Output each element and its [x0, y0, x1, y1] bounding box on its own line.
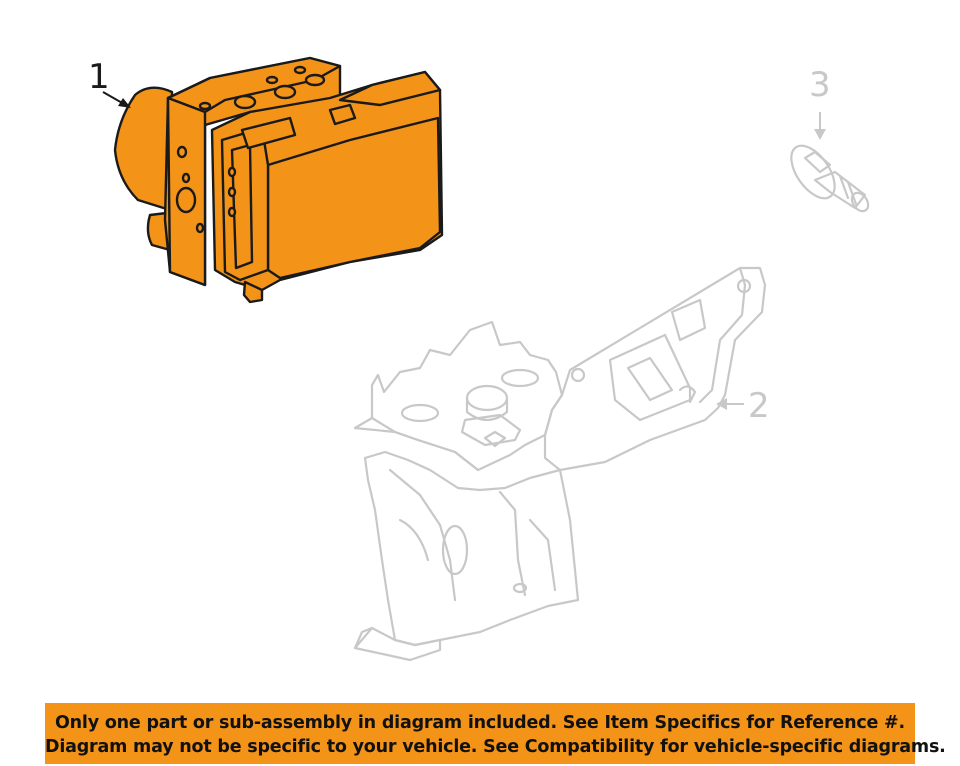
callout-3: 3: [809, 65, 831, 140]
parts-diagram: 1 2 3: [88, 56, 870, 662]
callout-1-number: 1: [88, 57, 110, 97]
mounting-bracket-icon: [353, 266, 767, 662]
flange-bolt-icon: [790, 144, 870, 213]
callout-2: 2: [716, 386, 770, 426]
callout-2-number: 2: [748, 386, 770, 426]
abs-modulator-icon: [113, 56, 444, 304]
disclaimer-line-1: Only one part or sub-assembly in diagram…: [55, 713, 905, 733]
disclaimer-banner: Only one part or sub-assembly in diagram…: [45, 703, 946, 764]
arrow-1-icon: [118, 98, 131, 108]
callout-3-number: 3: [809, 65, 831, 105]
arrow-2-icon: [716, 398, 727, 410]
callout-1: 1: [88, 57, 131, 108]
disclaimer-line-2: Diagram may not be specific to your vehi…: [45, 737, 946, 757]
arrow-3-icon: [814, 129, 826, 140]
